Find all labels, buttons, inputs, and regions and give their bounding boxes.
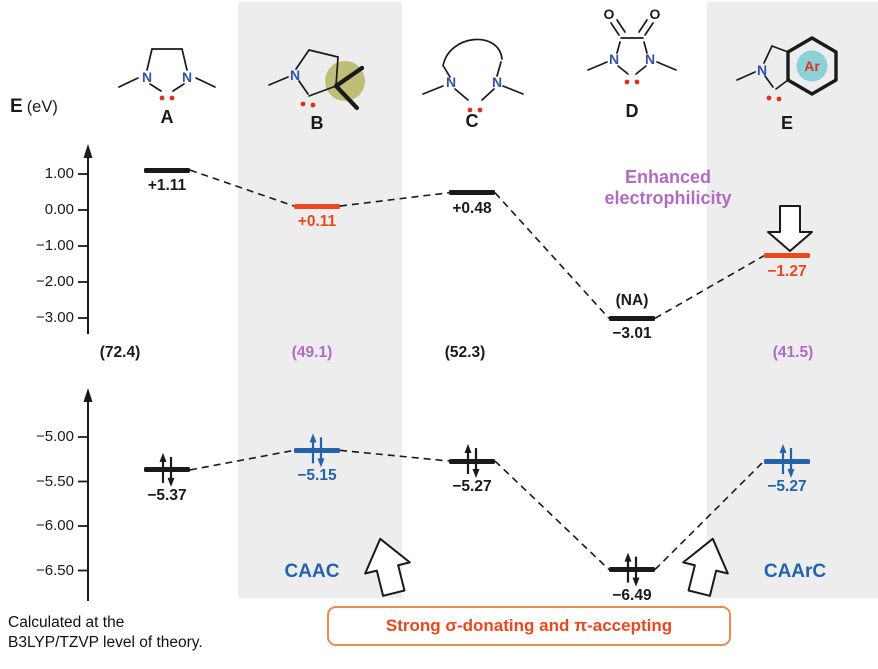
bond-lines — [118, 48, 216, 92]
molecule-label-a: A — [160, 107, 174, 127]
ar-circle-badge — [796, 50, 828, 82]
enhanced-note-line2: electrophilicity — [604, 188, 732, 208]
axis-arrowhead-icon — [83, 144, 93, 158]
axis-tick-label: 0.00 — [44, 201, 74, 218]
carbene-lone-pair-dot — [169, 95, 175, 101]
level-bar-a-homo — [144, 467, 190, 473]
axis-tick-label: −5.50 — [36, 472, 74, 490]
nitrogen-atom-label: N — [182, 69, 192, 85]
electron-up-arrowhead-icon — [159, 452, 167, 462]
y-axis-lower-segment — [83, 388, 93, 601]
electron-up-arrowhead-icon — [464, 444, 472, 454]
nitrogen-atom-label: N — [757, 62, 767, 78]
level-value-a-homo: −5.37 — [147, 486, 187, 504]
molecule-c-structure: N N — [422, 38, 524, 113]
level-value-c-lumo: +0.48 — [452, 199, 492, 217]
carbene-lone-pair-dot — [159, 95, 165, 101]
y-axis-upper-segment — [83, 144, 93, 334]
axis-tick-label: 1.00 — [44, 165, 74, 182]
carbene-lone-pair-dot — [766, 95, 772, 101]
gap-value-d: (NA) — [615, 292, 649, 310]
nitrogen-atom-label: N — [142, 69, 152, 85]
nitrogen-atom-label: N — [492, 74, 502, 90]
level-bar-a-lumo — [144, 167, 190, 173]
caarc-label: CAArC — [763, 561, 827, 582]
bond-lines — [736, 45, 789, 90]
axis-tick-label: −6.50 — [36, 561, 74, 579]
molecule-b-structure: N — [268, 49, 365, 111]
carbene-lone-pair-dot — [300, 101, 306, 107]
electron-up-arrowhead-icon — [624, 552, 632, 562]
methyl-bond-lines — [333, 65, 365, 111]
molecule-label-b: B — [310, 113, 324, 133]
oxygen-atom-label: O — [650, 6, 661, 22]
level-bar-c-lumo — [449, 190, 495, 196]
bond-lines — [587, 19, 677, 75]
nitrogen-atom-label: N — [609, 51, 619, 67]
electron-down-arrowhead-icon — [632, 577, 640, 587]
enhanced-note-line1: Enhanced — [624, 167, 712, 187]
molecule-d-structure: O O N N — [587, 6, 677, 85]
carbene-lone-pair-dot — [624, 79, 630, 85]
axis-tick-label: −1.00 — [36, 237, 74, 254]
level-bar-c-homo — [449, 458, 495, 464]
axis-tick-label: −2.00 — [36, 273, 74, 290]
molecule-e-structure: Ar N — [736, 36, 838, 102]
molecule-label-c: C — [465, 111, 479, 131]
molecule-label-d: D — [625, 101, 639, 121]
level-bar-d-lumo — [609, 315, 655, 321]
carbene-lone-pair-dot — [477, 107, 483, 113]
molecule-a-structure: N N — [118, 48, 216, 101]
level-value-d-homo: −6.49 — [612, 586, 652, 604]
y-axis-title: E(eV) — [10, 96, 58, 118]
gap-value-c: (52.3) — [444, 344, 486, 361]
level-value-c-homo: −5.27 — [452, 478, 492, 496]
axis-tick-label: −5.00 — [36, 428, 74, 445]
axis-label-unit: (eV) — [26, 98, 58, 116]
axis-label-e: E — [10, 96, 23, 117]
caac-label: CAAC — [284, 561, 340, 582]
strong-box-text: Strong σ-donating and π-accepting — [385, 616, 673, 635]
oxygen-atom-label: O — [604, 6, 615, 22]
bond-lines — [268, 49, 339, 97]
nitrogen-atom-label: N — [290, 67, 300, 83]
carbene-lone-pair-dot — [776, 96, 782, 102]
carbene-lone-pair-dot — [634, 79, 640, 85]
footnote-line2: B3LYP/TZVP level of theory. — [8, 634, 203, 651]
electron-down-arrowhead-icon — [167, 477, 175, 487]
nitrogen-atom-label: N — [645, 51, 655, 67]
highlight-band-caac — [238, 2, 402, 598]
axis-tick-label: −6.00 — [36, 517, 74, 534]
strong-donating-accepting-box: Strong σ-donating and π-accepting — [327, 606, 731, 646]
axis-tick-label: −3.00 — [36, 309, 74, 326]
axis-arrowhead-icon — [83, 388, 93, 402]
enhanced-electrophilicity-note: Enhanced electrophilicity — [578, 167, 758, 209]
nitrogen-atom-label: N — [446, 74, 456, 90]
carbene-lone-pair-dot — [467, 107, 473, 113]
gap-value-a: (72.4) — [99, 344, 141, 361]
footnote: Calculated at the B3LYP/TZVP level of th… — [8, 613, 203, 653]
molecule-label-e: E — [780, 113, 793, 133]
level-connector — [494, 460, 610, 571]
level-value-a-lumo: +1.11 — [147, 177, 187, 195]
carbene-lone-pair-dot — [310, 102, 316, 108]
electron-down-arrowhead-icon — [472, 469, 480, 479]
level-value-d-lumo: −3.01 — [612, 325, 652, 343]
level-bar-d-homo — [609, 567, 655, 573]
ar-label: Ar — [804, 58, 820, 74]
level-connector — [494, 192, 610, 319]
footnote-line1: Calculated at the — [8, 614, 125, 631]
bond-lines — [422, 38, 524, 101]
